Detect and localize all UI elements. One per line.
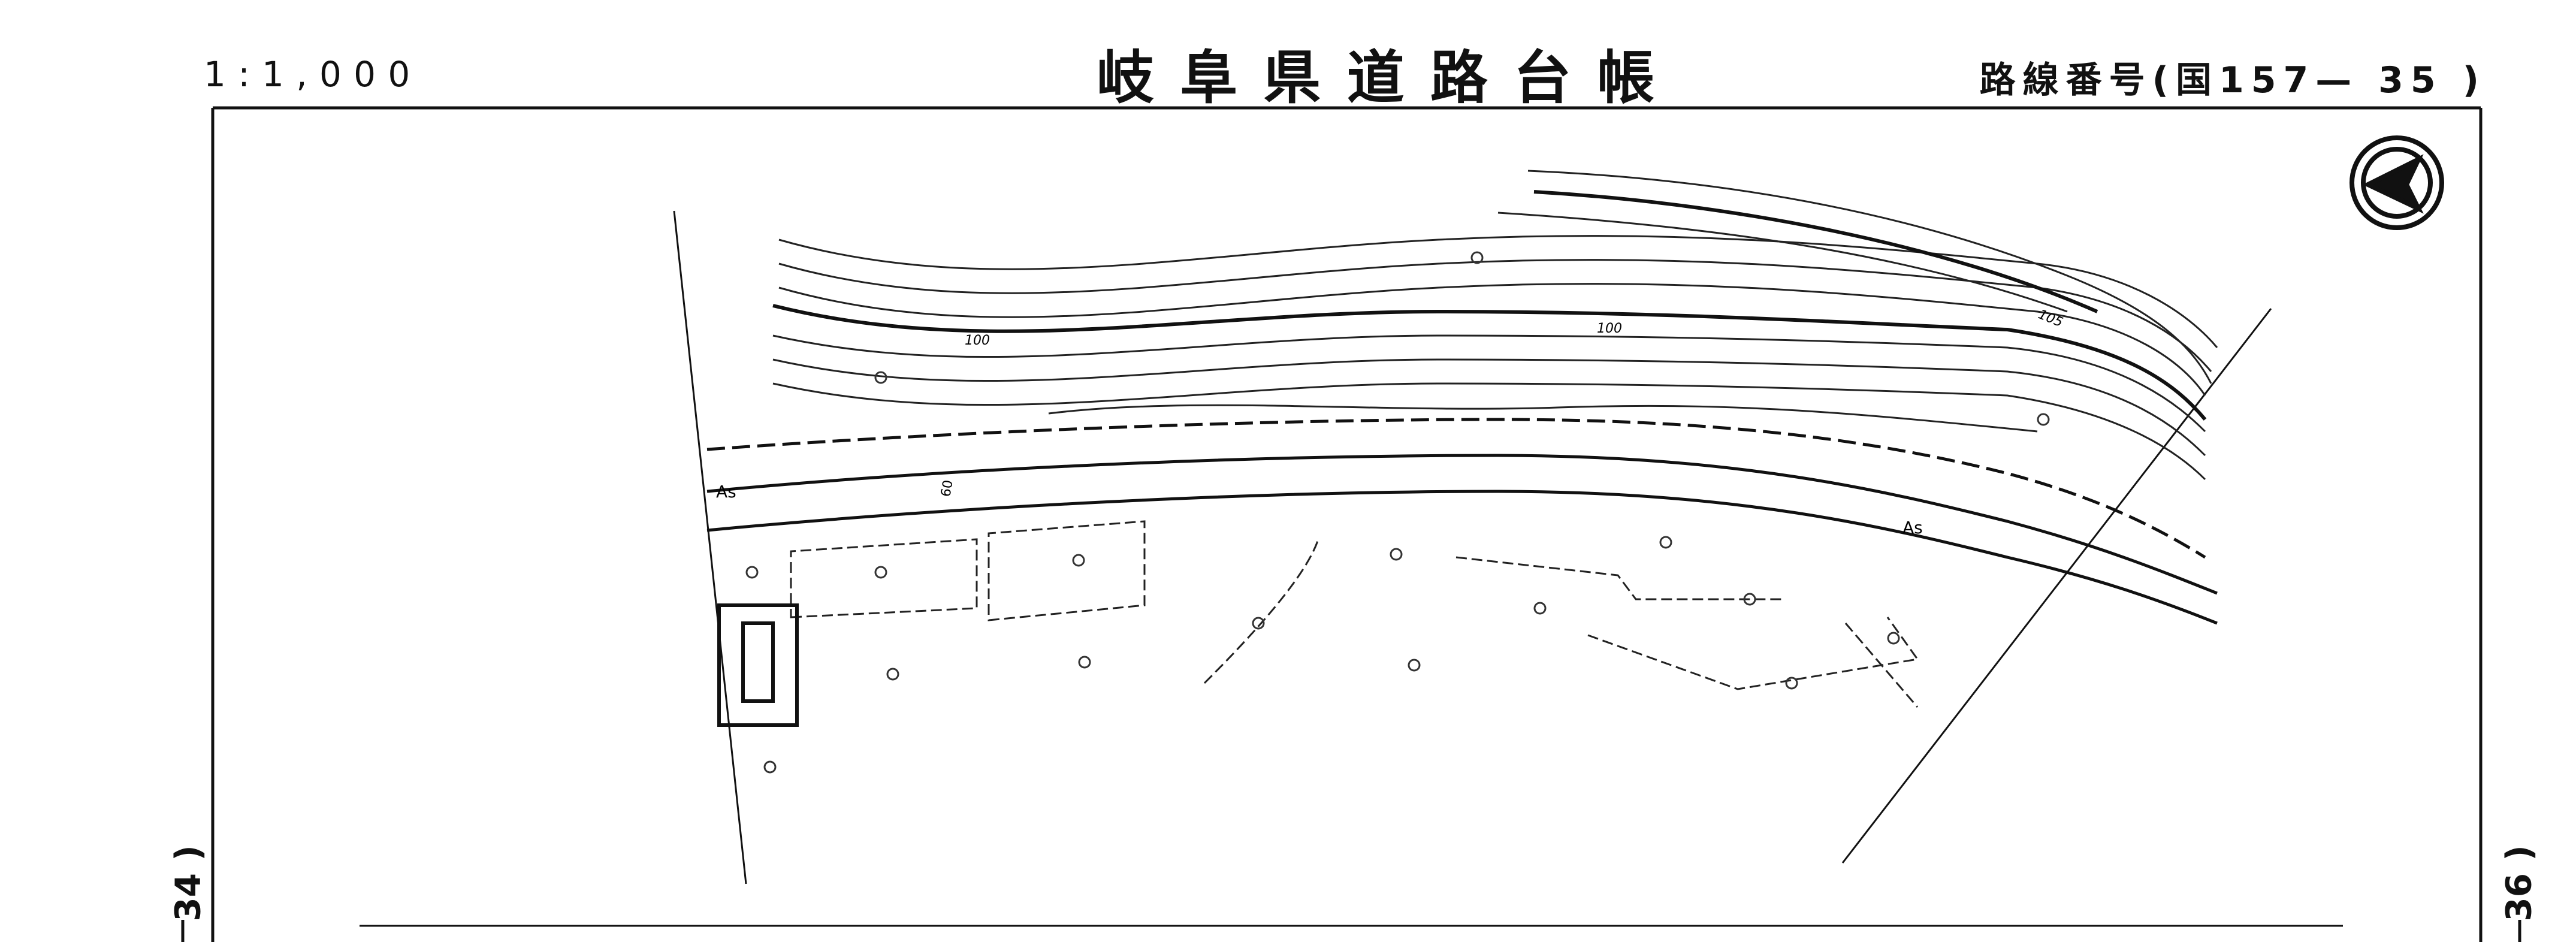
- contour-label-100-a: 100: [965, 333, 990, 348]
- match-lines: [673, 210, 2272, 884]
- map-title: 岐阜県道路台帳: [1097, 44, 1681, 111]
- north-arrow-icon: [2349, 135, 2444, 230]
- index-contours: [772, 190, 2207, 421]
- contour-lines: [772, 170, 2218, 481]
- elevation-mark: 60: [938, 479, 956, 498]
- road-edges: [706, 418, 2218, 625]
- contour-label-105: 105: [2036, 307, 2065, 330]
- road-surface-label-1: As: [716, 482, 736, 502]
- route-number: 路線番号(国157— 35 ): [1979, 59, 2486, 101]
- scale-label: 1:1,000: [204, 54, 422, 95]
- field-symbols: [745, 251, 2050, 774]
- contour-label-100-b: 100: [1597, 321, 1622, 336]
- retaining-wall: [717, 603, 799, 727]
- parcel-boundaries: [790, 520, 1919, 708]
- map-frame: [211, 106, 2483, 942]
- road-surface-label-2: As: [1902, 518, 1923, 538]
